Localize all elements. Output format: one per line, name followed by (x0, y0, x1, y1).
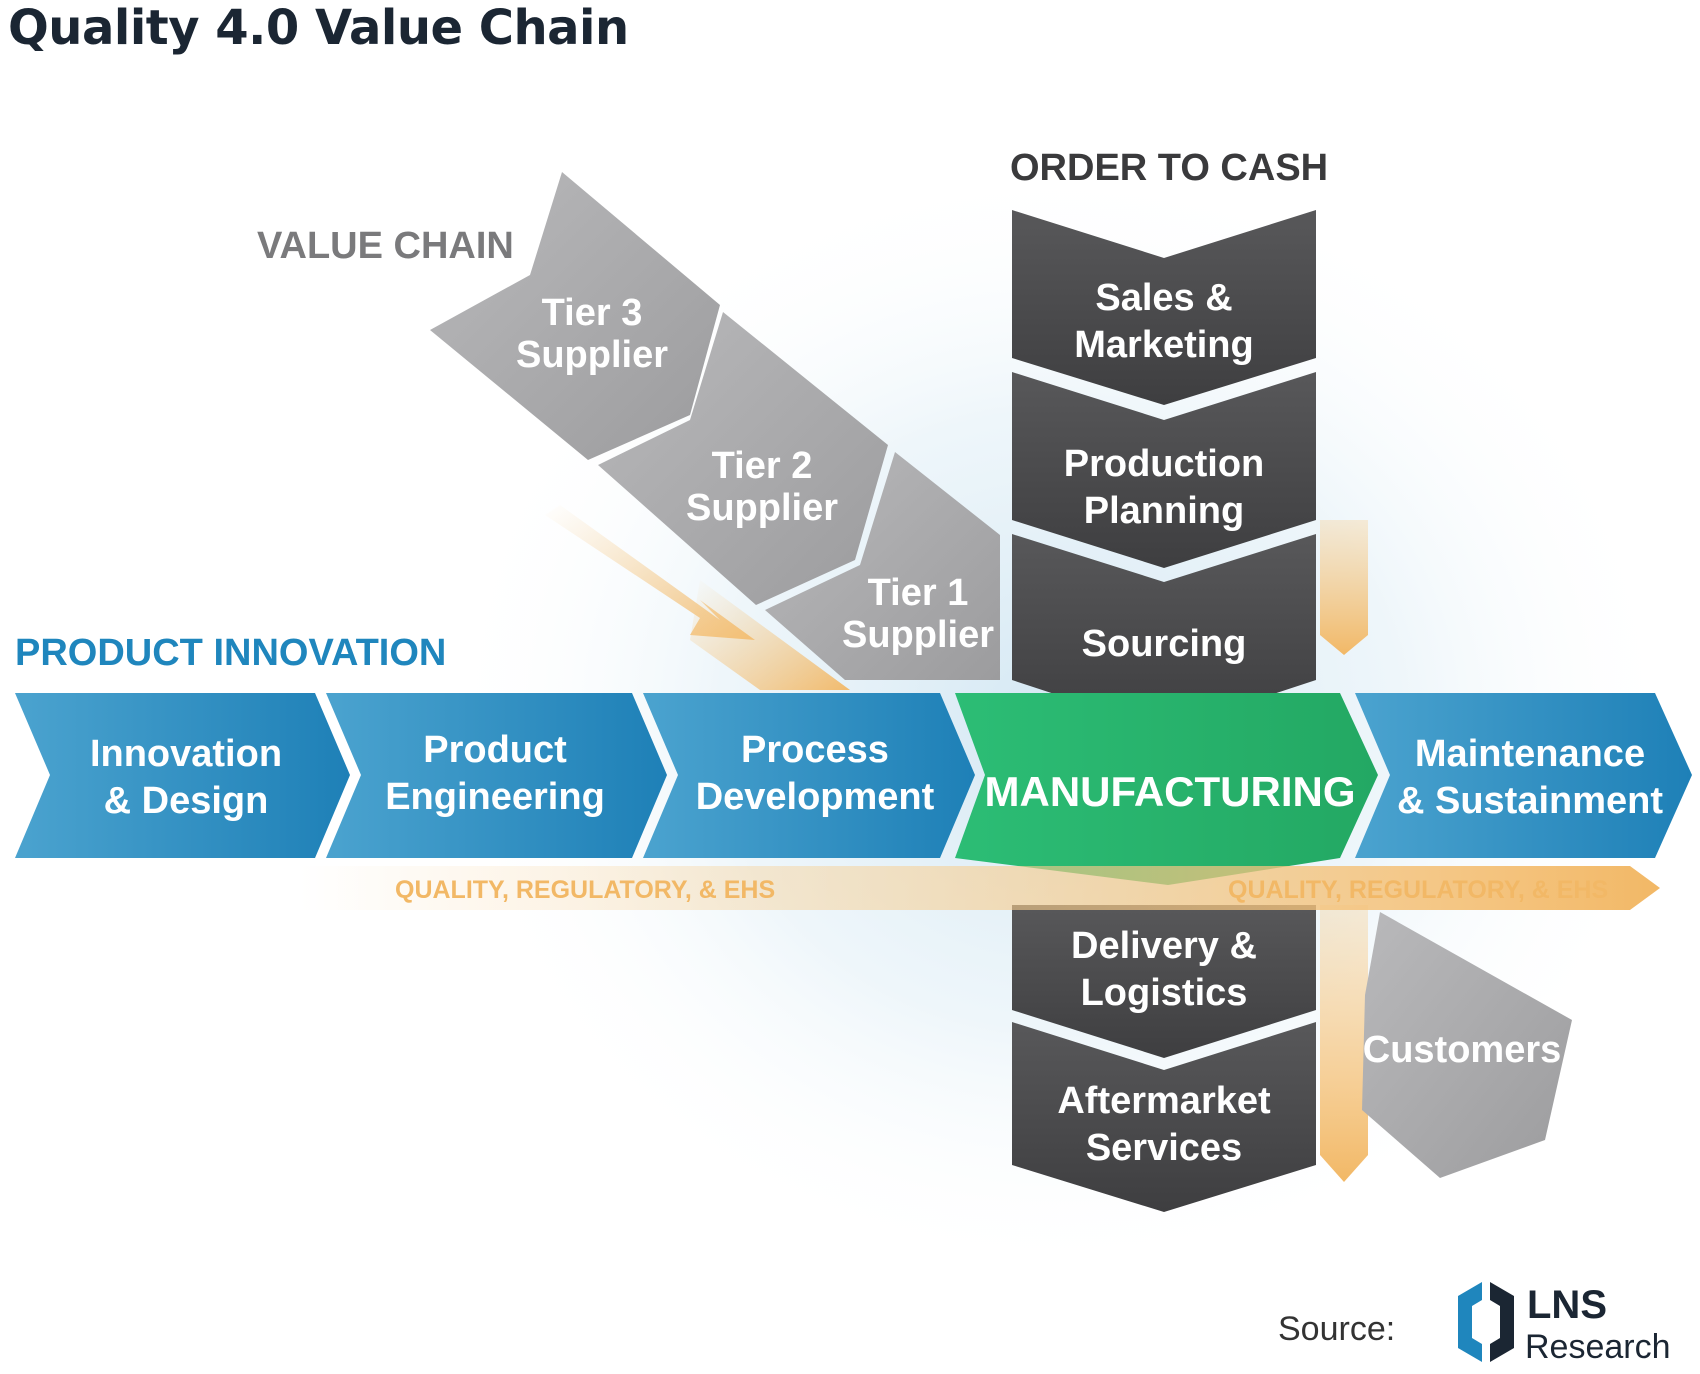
quality-band-arrow (300, 866, 1660, 910)
customers-label: Customers (1363, 1029, 1562, 1071)
tier3-supplier-chevron (430, 172, 720, 460)
aftermarket-label-line1: Aftermarket (1057, 1080, 1271, 1122)
innovation-label-line1: Innovation (90, 733, 282, 775)
delivery-logistics-chevron (1012, 905, 1316, 1058)
maintenance-label-line2: & Sustainment (1397, 780, 1663, 822)
quality-band-label-left: QUALITY, REGULATORY, & EHS (395, 876, 775, 904)
process-development-chevron (643, 693, 975, 858)
engineering-label-line1: Product (423, 729, 567, 771)
manufacturing-label: MANUFACTURING (985, 768, 1356, 815)
production-planning-chevron (1012, 372, 1316, 568)
delivery-label-line2: Logistics (1081, 972, 1248, 1014)
product-innovation-heading: PRODUCT INNOVATION (15, 632, 446, 674)
customers-shape (1362, 912, 1572, 1178)
order-to-cash-heading: ORDER TO CASH (1010, 147, 1328, 189)
process-label-line2: Development (696, 776, 935, 818)
tier3-label-line2: Supplier (516, 334, 668, 376)
tier2-label-line1: Tier 2 (712, 445, 813, 487)
innovation-label-line2: & Design (104, 780, 269, 822)
manufacturing-chevron (955, 693, 1378, 885)
aftermarket-services-chevron (1012, 1022, 1316, 1212)
innovation-design-chevron (15, 693, 350, 858)
tier2-supplier-chevron (598, 312, 888, 605)
source-label: Source: (1278, 1310, 1395, 1348)
supplier-flow-arrow (545, 505, 755, 640)
delivery-label-line1: Delivery & (1071, 925, 1257, 967)
tier1-label-line1: Tier 1 (868, 572, 969, 614)
tier2-label-line2: Supplier (686, 487, 838, 529)
planning-label-line2: Planning (1084, 490, 1244, 532)
supplier-flow-arrow (690, 580, 850, 690)
value-chain-heading: VALUE CHAIN (257, 225, 514, 267)
logo-research-text: Research (1525, 1328, 1671, 1366)
sales-label-line1: Sales & (1095, 277, 1232, 319)
tier3-label-line1: Tier 3 (542, 292, 643, 334)
quality-band-label-right: QUALITY, REGULATORY, & EHS (1228, 876, 1608, 904)
order-flow-arrow-upper (1320, 520, 1368, 655)
tier1-label-line2: Supplier (842, 614, 994, 656)
lns-logo-mark (1458, 1282, 1514, 1362)
tier1-supplier-chevron (765, 452, 1000, 680)
planning-label-line1: Production (1064, 443, 1265, 485)
aftermarket-label-line2: Services (1086, 1127, 1242, 1169)
maintenance-label-line1: Maintenance (1415, 733, 1645, 775)
order-flow-arrow-lower (1320, 905, 1368, 1182)
logo-lns-text: LNS (1527, 1283, 1607, 1327)
sales-label-line2: Marketing (1074, 324, 1253, 366)
page-title: Quality 4.0 Value Chain (8, 0, 629, 56)
engineering-label-line2: Engineering (385, 776, 605, 818)
maintenance-sustainment-chevron (1355, 693, 1692, 858)
sales-marketing-chevron (1012, 210, 1316, 405)
sourcing-chevron (1012, 534, 1316, 730)
sourcing-label: Sourcing (1082, 623, 1247, 665)
product-engineering-chevron (326, 693, 667, 858)
process-label-line1: Process (741, 729, 889, 771)
